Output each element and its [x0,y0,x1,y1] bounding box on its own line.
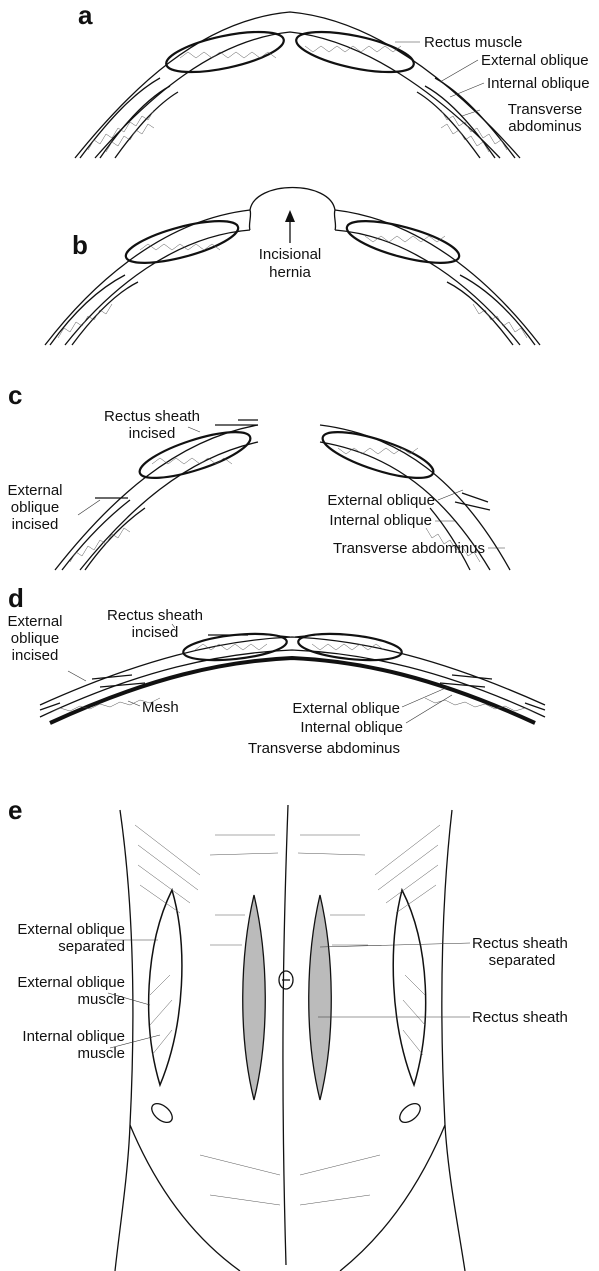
label-external-oblique: External oblique [481,52,589,69]
label-transverse-line1: Transverse [500,101,590,118]
label-internal-oblique: Internal oblique [487,75,590,92]
hernia-bulge [250,188,335,211]
label-rectus-muscle: Rectus muscle [424,34,522,51]
external-oblique-separated-left [149,890,182,1085]
label-transverse-line2: abdominus [500,118,590,135]
label-c-internal-oblique: Internal oblique [280,512,432,529]
label-d-ext-incised-line3: incised [0,647,70,664]
rectus-muscle-right [293,24,417,80]
panel-e: e External oblique separated External ob… [0,795,599,1271]
label-d-ext-incised-line1: External [0,613,70,630]
rectus-sheath-right [309,895,332,1100]
label-d-internal-oblique: Internal oblique [240,719,403,736]
label-e-sheath-sep-line1: Rectus sheath [472,935,568,952]
label-d-external-oblique: External oblique [240,700,400,717]
label-d-sheath-line1: Rectus sheath [95,607,215,624]
label-e-ext-muscle-line2: muscle [0,991,125,1008]
label-e-int-muscle-line1: Internal oblique [0,1028,125,1045]
label-e-sheath-sep-line2: separated [472,952,572,969]
label-c-ext-incised-line1: External [0,482,70,499]
label-d-sheath-line2: incised [95,624,215,641]
rectus-sheath-left [243,895,266,1100]
external-oblique-separated-right [393,890,425,1085]
label-c-ext-incised-line3: incised [0,516,70,533]
label-e-ext-sep-line2: separated [0,938,125,955]
label-c-sheath-line1: Rectus sheath [92,408,212,425]
label-c-external-oblique: External oblique [280,492,435,509]
label-e-ext-sep-line1: External oblique [0,921,125,938]
label-hernia-line2: hernia [240,264,340,281]
label-d-ext-incised-line2: oblique [0,630,70,647]
label-hernia-line1: Incisional [240,246,340,263]
panel-e-letter: e [8,795,22,826]
label-c-transverse: Transverse abdominus [240,540,485,557]
label-e-int-muscle-line2: muscle [0,1045,125,1062]
label-e-ext-muscle-line1: External oblique [0,974,125,991]
panel-a: a Rectus muscle External oblique Interna… [0,0,599,170]
panel-d-letter: d [8,583,24,614]
panel-a-letter: a [78,0,92,31]
panel-c-letter: c [8,380,22,411]
label-d-transverse: Transverse abdominus [180,740,400,757]
panel-c: c Rectus sheath incised External oblique… [0,380,599,575]
label-c-ext-incised-line2: oblique [0,499,70,516]
panel-b-letter: b [72,230,88,261]
panel-b: b Incisional hernia [0,180,599,350]
label-c-sheath-line2: incised [92,425,212,442]
label-e-rectus-sheath: Rectus sheath [472,1009,568,1026]
label-d-mesh: Mesh [142,699,179,716]
